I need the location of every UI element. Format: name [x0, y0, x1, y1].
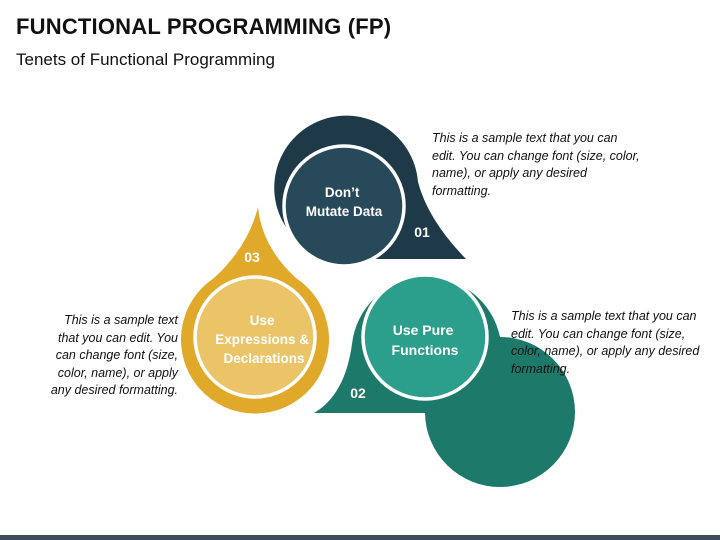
svg-text:Use Expressions &: Use Expressions & Declarations — [215, 313, 313, 366]
tenet-03: Use Expressions & Declarations 03 — [181, 207, 329, 414]
page-subtitle: Tenets of Functional Programming — [16, 50, 275, 69]
tenet-01-inner-circle — [282, 144, 406, 268]
tenet-02-label-line1: Use Pure — [393, 322, 454, 338]
tenet-02-description: This is a sample text that you can edit.… — [511, 309, 700, 376]
tenet-02-inner-circle — [361, 273, 489, 401]
page-title: FUNCTIONAL PROGRAMMING (FP) — [16, 14, 392, 39]
tenet-03-inner-circle — [193, 275, 317, 399]
tenet-03-description: This is a sample text that you can edit.… — [50, 313, 178, 397]
tenet-02: Use Pure Functions 02 — [314, 273, 575, 488]
bottom-accent-bar — [0, 535, 720, 540]
tenet-03-label-line3: Declarations — [223, 351, 304, 366]
tenet-01-description: This is a sample text that you can edit.… — [432, 131, 640, 198]
tenet-03-label-line1: Use — [250, 313, 275, 328]
tenet-03-label-line2: Expressions & — [215, 332, 309, 347]
tenet-01: Don’t Mutate Data 01 — [274, 115, 466, 268]
tenet-01-label-line1: Don’t — [325, 185, 360, 200]
svg-text:Don’t Mutate Data: Don’t Mutate Data — [306, 185, 383, 219]
tenet-02-number: 02 — [350, 385, 366, 401]
tenet-02-label-line2: Functions — [392, 342, 459, 358]
tenet-03-number: 03 — [244, 249, 260, 265]
tenet-01-label-line2: Mutate Data — [306, 204, 383, 219]
tenet-01-number: 01 — [414, 224, 430, 240]
svg-text:Use Pure Functions: Use Pure Functions — [392, 322, 459, 358]
